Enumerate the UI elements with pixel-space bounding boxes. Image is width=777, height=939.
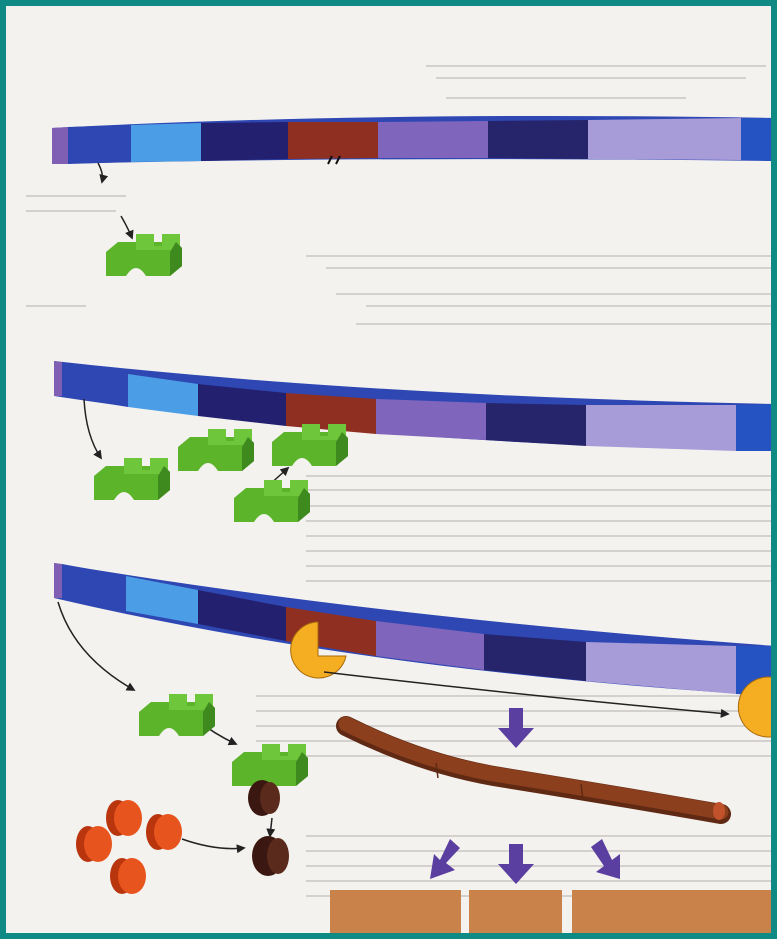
segmented-strand-3 [54, 563, 776, 696]
green-subunit-icon [178, 429, 254, 471]
panel-1 [52, 116, 776, 276]
arrow-2a [84, 399, 101, 458]
brown-sphere-icon [252, 836, 289, 876]
orange-sphere-icon [106, 800, 142, 836]
arrow-3c [182, 839, 244, 849]
orange-sphere-icon [110, 858, 146, 894]
brown-sphere-icon [248, 780, 280, 816]
diagram-canvas [6, 6, 777, 939]
orange-sphere-icon [76, 826, 112, 862]
panel-3 [54, 563, 776, 936]
green-subunit-icon [139, 694, 215, 736]
purple-arrow-icon [498, 844, 534, 884]
orange-sphere-icon [146, 814, 182, 850]
green-subunit-icon [106, 234, 182, 276]
arrow-3d [270, 818, 272, 836]
green-subunit-icon [232, 744, 308, 786]
tan-block [469, 890, 562, 936]
purple-arrow-icon [430, 839, 460, 879]
arrow-3a [58, 602, 134, 690]
purple-arrow-icon [498, 708, 534, 748]
panel-2 [54, 361, 776, 522]
arrow-1a [98, 163, 103, 182]
brown-strand [346, 724, 725, 820]
arrow-1b [121, 216, 132, 238]
green-subunit-icon [234, 480, 310, 522]
segmented-strand-1 [52, 116, 776, 164]
segmented-strand-2 [54, 361, 776, 451]
tan-block [330, 890, 461, 936]
tan-block [572, 890, 771, 936]
green-subunit-icon [94, 458, 170, 500]
purple-arrow-icon [591, 839, 620, 879]
green-subunit-icon [272, 424, 348, 466]
